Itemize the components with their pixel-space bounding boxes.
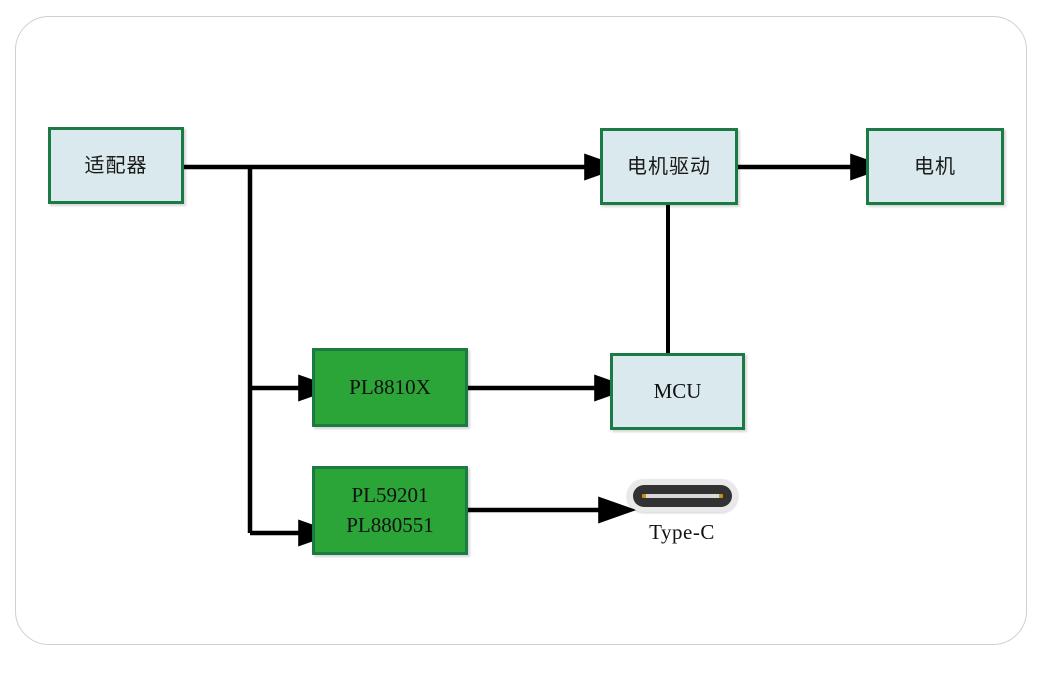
node-mcu[interactable]: MCU: [610, 353, 745, 430]
type-c-label: Type-C: [649, 520, 715, 544]
node-pl8810x-label: PL8810X: [349, 374, 431, 399]
node-adapter[interactable]: 适配器: [48, 127, 184, 204]
diagram-panel-frame: [15, 16, 1027, 645]
node-pl59201-label-line1: PL59201: [351, 482, 429, 507]
node-pl8810x[interactable]: PL8810X: [312, 348, 468, 427]
node-adapter-label: 适配器: [84, 153, 148, 178]
node-pl59201-label: PL59201 PL880551: [346, 483, 434, 538]
node-motor-label: 电机: [914, 154, 956, 179]
type-c-icon-pin-right: [718, 493, 723, 498]
type-c-connector-group[interactable]: Type-C: [617, 479, 747, 555]
node-pl59201-label-line2: PL880551: [346, 512, 434, 537]
type-c-icon-tongue: [643, 493, 721, 498]
node-motor-driver[interactable]: 电机驱动: [600, 128, 738, 205]
node-motor-driver-label: 电机驱动: [627, 154, 711, 179]
node-mcu-label: MCU: [653, 378, 702, 403]
usb-type-c-port-icon: [626, 479, 738, 512]
node-pl59201[interactable]: PL59201 PL880551: [312, 466, 468, 555]
node-motor[interactable]: 电机: [866, 128, 1004, 205]
type-c-icon-body: [632, 484, 732, 507]
type-c-icon-pin-left: [641, 493, 646, 498]
